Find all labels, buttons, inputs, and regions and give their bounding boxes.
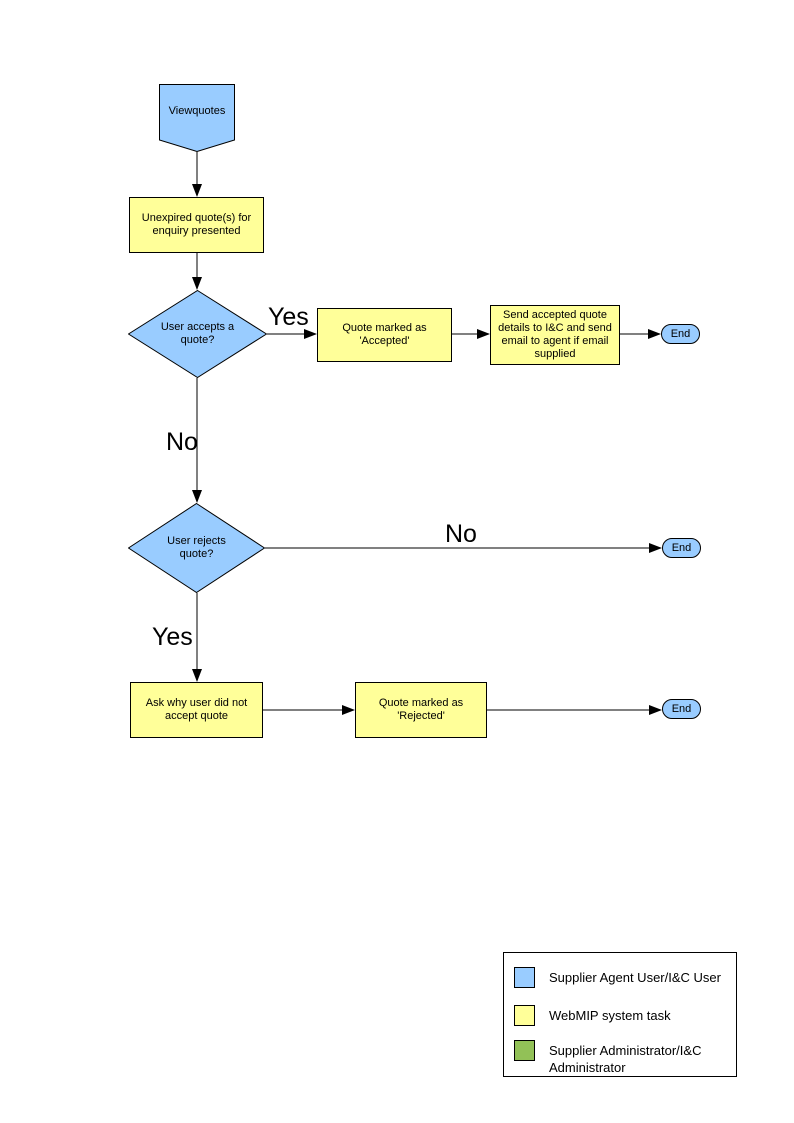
edge-label-no-reject: No — [445, 520, 477, 548]
task-node-unexpired-quotes: Unexpired quote(s) for enquiry presented — [129, 197, 264, 253]
node-label: Ask why user did not accept quote — [145, 697, 248, 722]
edge-label-no-accept: No — [166, 428, 198, 456]
edge-label-yes-accept: Yes — [268, 303, 309, 331]
legend-label: WebMIP system task — [549, 1008, 671, 1023]
end-node-accept-path: End — [661, 324, 700, 344]
legend-item-webmip-task: WebMIP system task — [514, 1005, 725, 1026]
node-label: Viewquotes — [168, 104, 226, 117]
legend-label: Supplier Administrator/I&C Administrator — [549, 1043, 702, 1075]
diamond-shape — [128, 290, 267, 378]
legend-swatch-yellow — [514, 1005, 535, 1026]
pentagon-shape — [159, 84, 235, 152]
node-label: End — [670, 327, 691, 340]
task-node-send-details: Send accepted quote details to I&C and s… — [490, 305, 620, 365]
diamond-shape — [128, 503, 265, 593]
node-label: End — [671, 541, 692, 554]
legend: Supplier Agent User/I&C User WebMIP syst… — [503, 952, 737, 1077]
node-label: Unexpired quote(s) for enquiry presented — [141, 212, 252, 237]
end-node-reject-path: End — [662, 699, 701, 719]
decision-node-user-rejects: User rejects quote? — [128, 503, 265, 593]
node-label: User rejects quote? — [167, 535, 226, 560]
task-node-quote-accepted: Quote marked as 'Accepted' — [317, 308, 452, 362]
node-label: Quote marked as 'Accepted' — [342, 322, 427, 347]
task-node-ask-why: Ask why user did not accept quote — [130, 682, 263, 738]
legend-swatch-blue — [514, 967, 535, 988]
legend-label: Supplier Agent User/I&C User — [549, 970, 721, 985]
legend-swatch-green — [514, 1040, 535, 1061]
node-label: User accepts a quote? — [160, 321, 235, 346]
node-label: End — [671, 702, 692, 715]
node-label: Send accepted quote details to I&C and s… — [498, 309, 612, 360]
legend-item-supplier-agent: Supplier Agent User/I&C User — [514, 967, 725, 988]
task-node-quote-rejected: Quote marked as 'Rejected' — [355, 682, 487, 738]
node-label: Quote marked as 'Rejected' — [378, 697, 464, 722]
start-node-viewquotes: Viewquotes — [159, 84, 235, 152]
decision-node-user-accepts: User accepts a quote? — [128, 290, 267, 378]
edge-label-yes-reject: Yes — [152, 623, 193, 651]
end-node-no-reject-path: End — [662, 538, 701, 558]
legend-item-supplier-admin: Supplier Administrator/I&C Administrator — [514, 1040, 725, 1076]
